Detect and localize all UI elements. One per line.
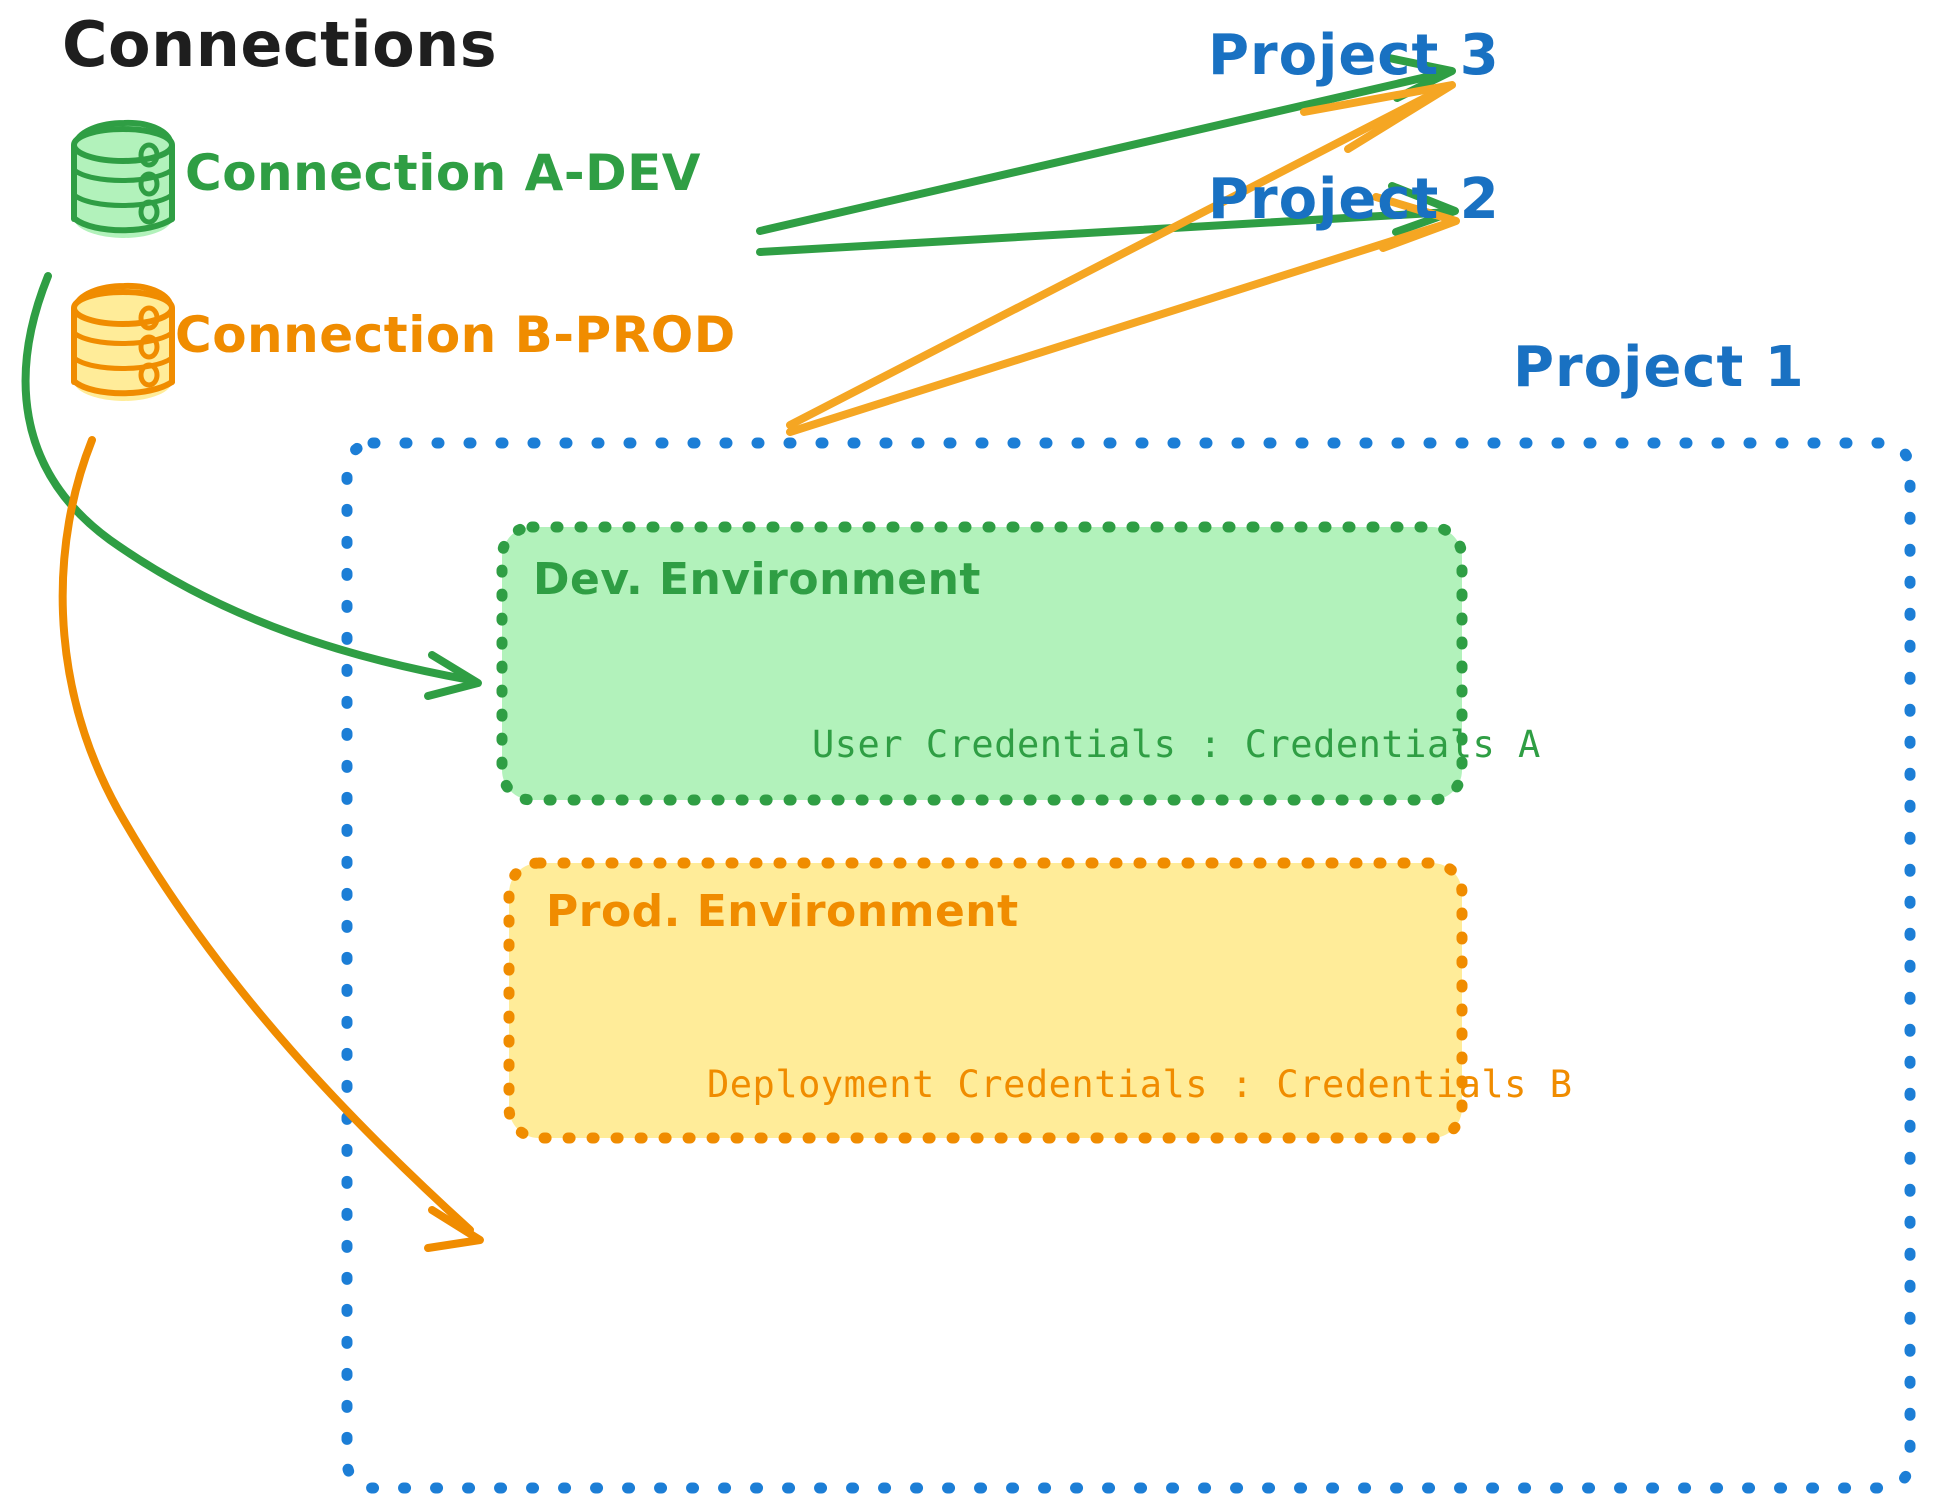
arrow-conn-a-to-project2 bbox=[756, 182, 1459, 256]
page-title: Connections bbox=[62, 8, 498, 81]
project1-container bbox=[341, 437, 1916, 1494]
database-cylinder-icon-orange bbox=[71, 282, 175, 401]
dev-environment-box bbox=[496, 521, 1468, 806]
prod-environment-credentials: Deployment Credentials : Credentials B bbox=[707, 1063, 1573, 1106]
prod-environment-title: Prod. Environment bbox=[546, 886, 1019, 937]
arrow-conn-b-to-project3 bbox=[786, 81, 1456, 429]
arrow-conn-b-to-project2 bbox=[786, 193, 1460, 436]
dev-environment-title: Dev. Environment bbox=[533, 554, 981, 605]
project-2-label[interactable]: Project 2 bbox=[1208, 167, 1500, 232]
arrow-conn-a-to-dev-environment bbox=[21, 272, 482, 700]
database-cylinder-icon-green bbox=[71, 119, 175, 238]
connection-b-prod-label[interactable]: Connection B-PROD bbox=[175, 306, 736, 364]
arrow-conn-b-to-prod-environment bbox=[58, 436, 484, 1252]
dev-environment-credentials: User Credentials : Credentials A bbox=[812, 723, 1541, 766]
project-3-label[interactable]: Project 3 bbox=[1208, 23, 1500, 88]
connection-a-dev-label[interactable]: Connection A-DEV bbox=[185, 144, 701, 202]
project-1-label[interactable]: Project 1 bbox=[1513, 335, 1805, 400]
prod-environment-box bbox=[503, 857, 1468, 1144]
